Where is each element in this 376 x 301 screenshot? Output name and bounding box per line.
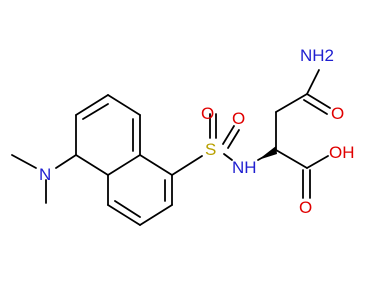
atom-o-amide: O bbox=[331, 104, 344, 123]
stereo-wedge bbox=[258, 146, 277, 160]
atom-n-dimethyl: N bbox=[39, 165, 51, 184]
atom-o-acid: O bbox=[299, 198, 312, 217]
atom-nh2-amide: NH2 bbox=[300, 46, 334, 65]
atom-o-sulfonyl-2: O bbox=[232, 109, 245, 128]
atom-nh-sulfonamide: NH bbox=[232, 158, 257, 177]
atom-labels: N S O O NH NH2 O OH O bbox=[39, 46, 355, 217]
bond-lines bbox=[11, 69, 331, 226]
atom-o-sulfonyl-1: O bbox=[201, 104, 214, 123]
atom-oh-acid: OH bbox=[329, 143, 355, 162]
atom-s: S bbox=[205, 140, 216, 159]
